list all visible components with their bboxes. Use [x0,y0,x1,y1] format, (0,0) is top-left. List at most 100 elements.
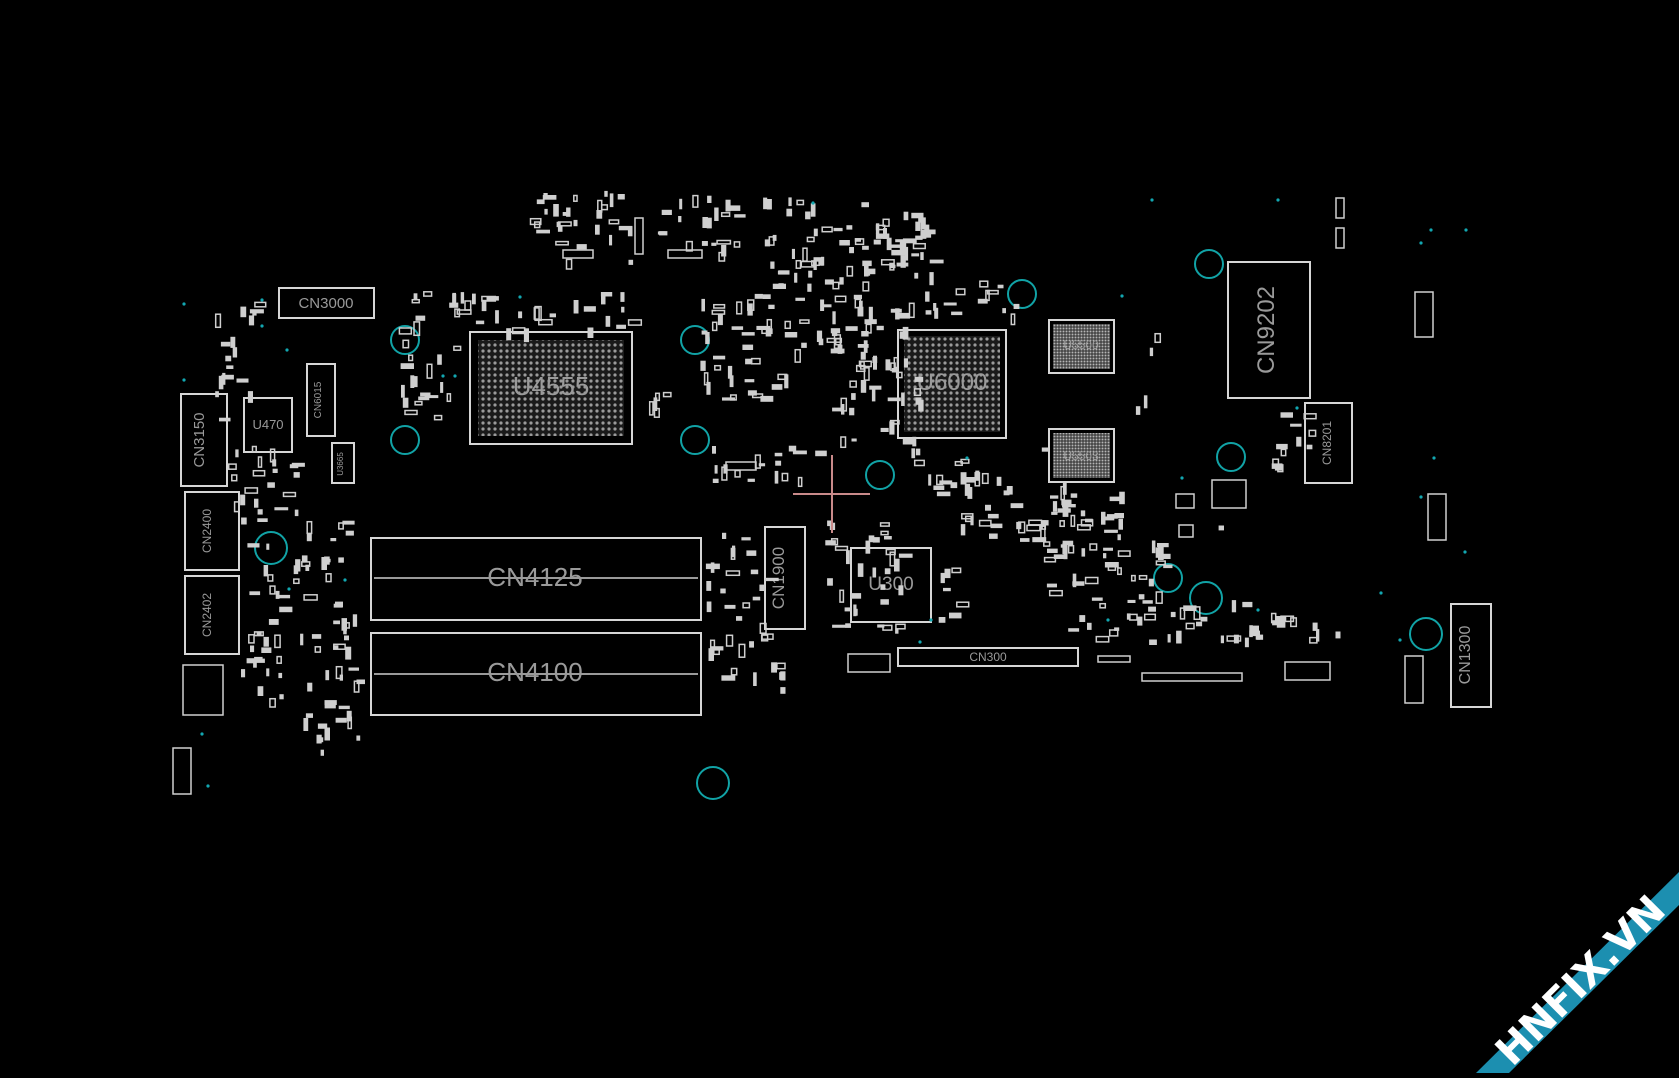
smd-pad [449,302,459,308]
smd-pad [788,445,797,452]
via-dot [182,378,186,382]
smd-pad [955,288,966,296]
smd-pad [1104,529,1118,533]
smd-pad [1149,347,1154,357]
smd-pad [1148,578,1154,587]
component-u300[interactable]: U300 [850,547,932,623]
component-cn3000[interactable]: CN3000 [278,287,375,319]
smd-pad [1280,448,1287,457]
smd-pad [911,448,916,459]
smd-pad [1032,537,1047,543]
component-label: CN300 [969,650,1007,664]
smd-pad [301,555,308,563]
smd-pad [235,449,239,458]
component-label: U5500 [1063,338,1099,352]
smd-pad [977,298,988,304]
smd-pad [1335,631,1341,639]
smd-pad [928,474,932,486]
smd-pad [879,522,890,527]
component-u3665[interactable]: U3665 [331,442,355,484]
smd-pad [925,291,930,302]
smd-pad [733,241,741,248]
component-u6000[interactable]: U6000 [897,329,1007,439]
smd-pad [877,624,885,628]
smd-pad [821,226,833,233]
smd-pad [711,321,718,332]
smd-pad [821,256,825,266]
smd-pad [753,672,757,686]
smd-pad [933,303,937,311]
smd-pad [1271,463,1283,469]
smd-pad [1129,613,1138,621]
smd-pad [293,578,300,585]
smd-pad [685,240,693,252]
smd-pad [1127,599,1136,603]
smd-pad [884,568,891,575]
component-cn2400[interactable]: CN2400 [184,491,240,571]
smd-pad [960,524,966,536]
component-cn8201[interactable]: CN8201 [1304,402,1353,484]
smd-pad [1103,547,1113,551]
mounting-holes [254,249,1443,800]
component-cn9202[interactable]: CN9202 [1227,261,1311,399]
smd-pad [781,472,789,482]
component-u5503[interactable]: U5503 [1048,428,1115,483]
smd-pad [426,363,433,379]
smd-pad [706,217,712,229]
component-label: CN3150 [191,412,208,467]
smd-pad [241,517,247,525]
smd-pad [721,675,736,681]
smd-pad [1002,308,1006,314]
component-cn6015[interactable]: CN6015 [306,363,336,437]
component-cn3150[interactable]: CN3150 [180,393,228,487]
smd-pad [768,236,775,246]
smd-pad [1072,573,1077,588]
smd-pad [324,700,337,705]
component-cn4100[interactable]: CN4100 [370,632,702,716]
smd-pad [256,631,262,636]
component-cn2402[interactable]: CN2402 [184,575,240,655]
smd-pad [734,469,741,478]
smd-pad [1233,634,1239,644]
component-cn4125[interactable]: CN4125 [370,537,702,621]
smd-pad [996,476,1002,486]
smd-pad [1081,548,1086,557]
smd-pad [902,326,909,340]
smd-pad [274,507,289,511]
smd-pad [754,454,761,469]
smd-pad [1061,499,1072,506]
component-cn1300[interactable]: CN1300 [1450,603,1492,708]
cursor-crosshair [793,455,870,533]
component-u470[interactable]: U470 [243,397,293,453]
component-u5500[interactable]: U5500 [1048,319,1115,374]
component-u4555[interactable]: U4555 [469,331,633,445]
via-dot [287,587,291,591]
smd-pad [925,310,932,315]
smd-pad [1091,597,1103,601]
smd-pad [723,464,728,474]
smd-pad [707,195,712,203]
smd-pad [219,417,231,422]
smd-pad [724,604,736,609]
smd-pad [716,239,732,245]
smd-pad [846,265,854,277]
smd-pad [844,607,852,612]
smd-pad [734,214,746,218]
smd-pad [511,327,526,335]
smd-pad [1059,520,1065,528]
smd-pad [887,244,901,248]
smd-pad [1040,525,1046,540]
smd-pad [712,446,716,454]
smd-pad [226,365,234,369]
smd-pad [858,360,872,368]
smd-pad [758,463,766,467]
smd-pad [293,472,300,478]
smd-pad [911,253,920,257]
smd-pad [815,450,827,457]
smd-pad [706,601,712,613]
smd-pad [943,302,957,306]
smd-pad [246,658,256,664]
via-dot [1106,618,1110,622]
component-cn300[interactable]: CN300 [897,647,1079,667]
